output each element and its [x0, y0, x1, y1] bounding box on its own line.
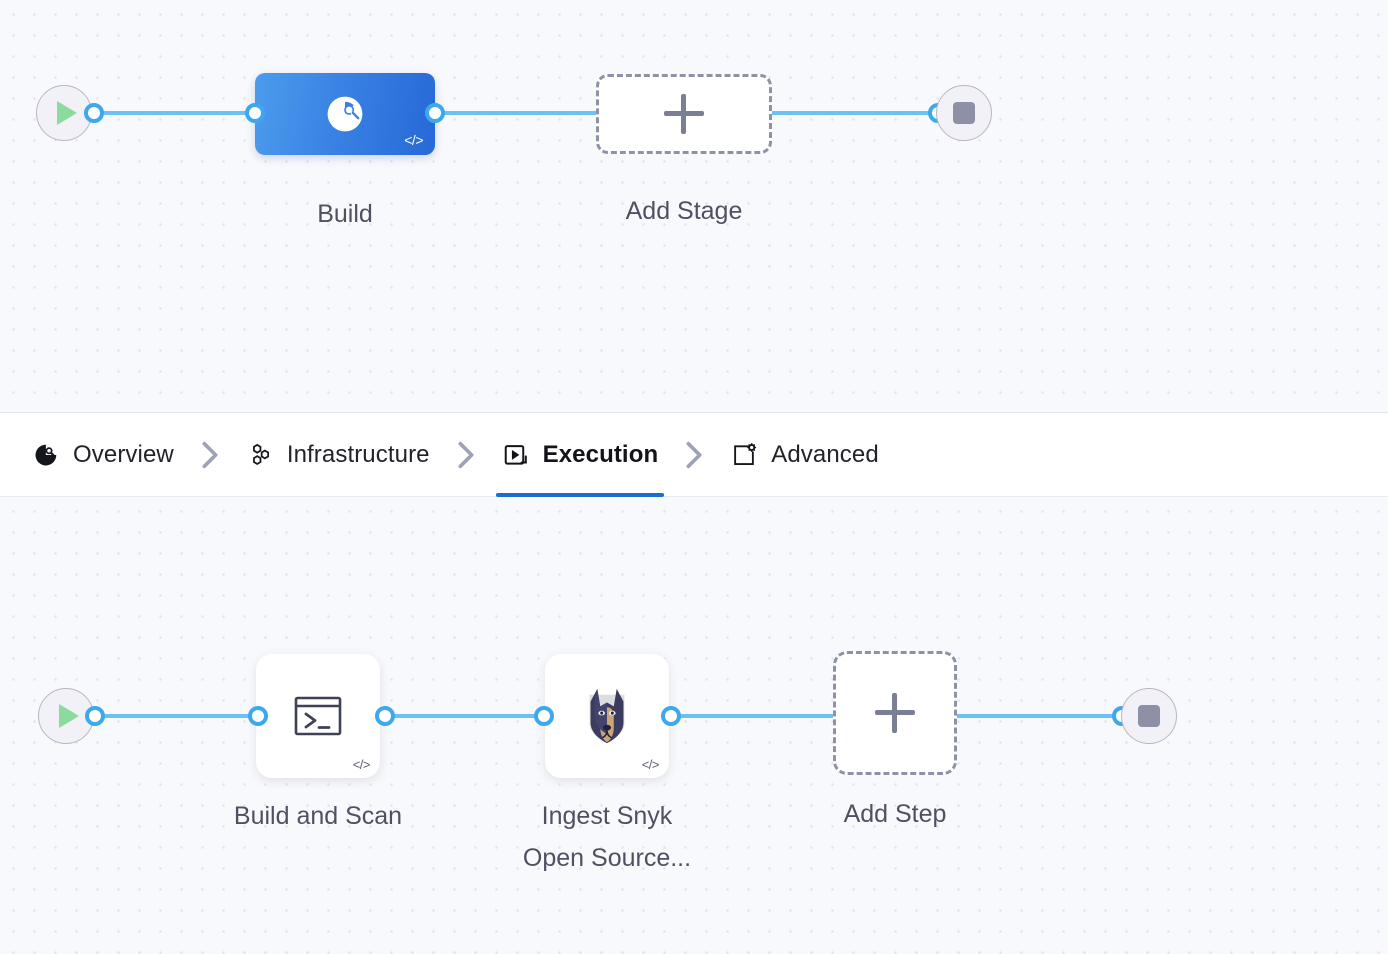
code-badge: </>	[641, 757, 660, 772]
end-circle	[936, 85, 992, 141]
start-circle	[36, 85, 92, 141]
step-canvas[interactable]: </> Build and Scan <	[0, 497, 1388, 954]
tab-execution[interactable]: Execution	[495, 412, 665, 497]
play-icon	[57, 101, 77, 125]
add-stage-node[interactable]	[596, 74, 772, 154]
execution-end-node[interactable]	[1121, 688, 1177, 744]
gear-box-icon	[734, 442, 757, 465]
plus-icon	[875, 693, 915, 733]
edge-buildscan-to-snyk	[376, 714, 554, 718]
play-icon	[59, 704, 79, 728]
hexagon-cluster-icon	[252, 443, 269, 465]
port-build-in[interactable]	[245, 103, 265, 123]
stop-icon	[953, 102, 975, 124]
chevron-right-icon-1	[180, 438, 240, 472]
pipeline-start-node[interactable]	[36, 85, 92, 141]
stage-card[interactable]: </>	[255, 73, 435, 155]
edge-snyk-to-addstep	[662, 714, 840, 718]
play-box-icon	[504, 444, 527, 465]
add-step-node[interactable]	[833, 651, 957, 775]
tab-advanced-label: Advanced	[771, 440, 879, 468]
code-badge: </>	[404, 132, 423, 148]
add-step-label: Add Step	[843, 800, 947, 828]
chevron-right-icon-2	[436, 438, 496, 472]
edge-build-to-addstage	[430, 111, 610, 115]
end-circle	[1121, 688, 1177, 744]
add-stage-label: Add Stage	[625, 197, 743, 225]
edge-start-to-build	[95, 111, 265, 115]
edge-addstage-to-end	[765, 111, 950, 115]
chevron-right-icon-3	[664, 438, 724, 472]
stage-config-tabs: Overview Infrastructure Execution	[0, 412, 1388, 497]
port-exec-start-out[interactable]	[85, 706, 105, 726]
tab-infrastructure[interactable]: Infrastructure	[240, 412, 436, 497]
port-start-out[interactable]	[84, 103, 104, 123]
add-step-box[interactable]	[833, 651, 957, 775]
stage-node-build[interactable]: </>	[255, 73, 435, 155]
edge-addstep-to-end	[955, 714, 1130, 718]
port-build-out[interactable]	[425, 103, 445, 123]
active-tab-underline	[495, 493, 665, 497]
tab-infrastructure-label: Infrastructure	[286, 440, 430, 468]
tab-overview-label: Overview	[73, 440, 174, 468]
step-node-ingest-snyk[interactable]: </>	[545, 654, 669, 778]
terminal-icon	[294, 696, 342, 736]
port-snyk-in[interactable]	[534, 706, 554, 726]
step-node-build-and-scan[interactable]: </>	[256, 654, 380, 778]
port-buildscan-in[interactable]	[248, 706, 268, 726]
stop-icon	[1138, 705, 1160, 727]
step-card[interactable]: </>	[545, 654, 669, 778]
step-label-build-and-scan: Build and Scan	[233, 802, 403, 830]
execution-start-node[interactable]	[38, 688, 94, 744]
port-snyk-out[interactable]	[661, 706, 681, 726]
port-buildscan-out[interactable]	[375, 706, 395, 726]
build-scan-icon	[327, 96, 363, 132]
edge-start-to-buildscan	[96, 714, 266, 718]
tab-execution-label: Execution	[542, 440, 659, 468]
overview-pie-icon	[35, 444, 57, 465]
start-circle	[38, 688, 94, 744]
tab-advanced[interactable]: Advanced	[724, 412, 885, 497]
code-badge: </>	[352, 757, 371, 772]
stage-canvas[interactable]: </> Build Add Stage	[0, 0, 1388, 412]
stage-label-build: Build	[317, 200, 373, 228]
step-card[interactable]: </>	[256, 654, 380, 778]
add-stage-box[interactable]	[596, 74, 772, 154]
tab-overview[interactable]: Overview	[26, 412, 180, 497]
plus-icon	[664, 94, 704, 134]
pipeline-end-node[interactable]	[936, 85, 992, 141]
step-label-ingest-snyk: Ingest Snyk Open Source...	[522, 802, 692, 872]
snyk-dog-icon	[589, 688, 625, 744]
